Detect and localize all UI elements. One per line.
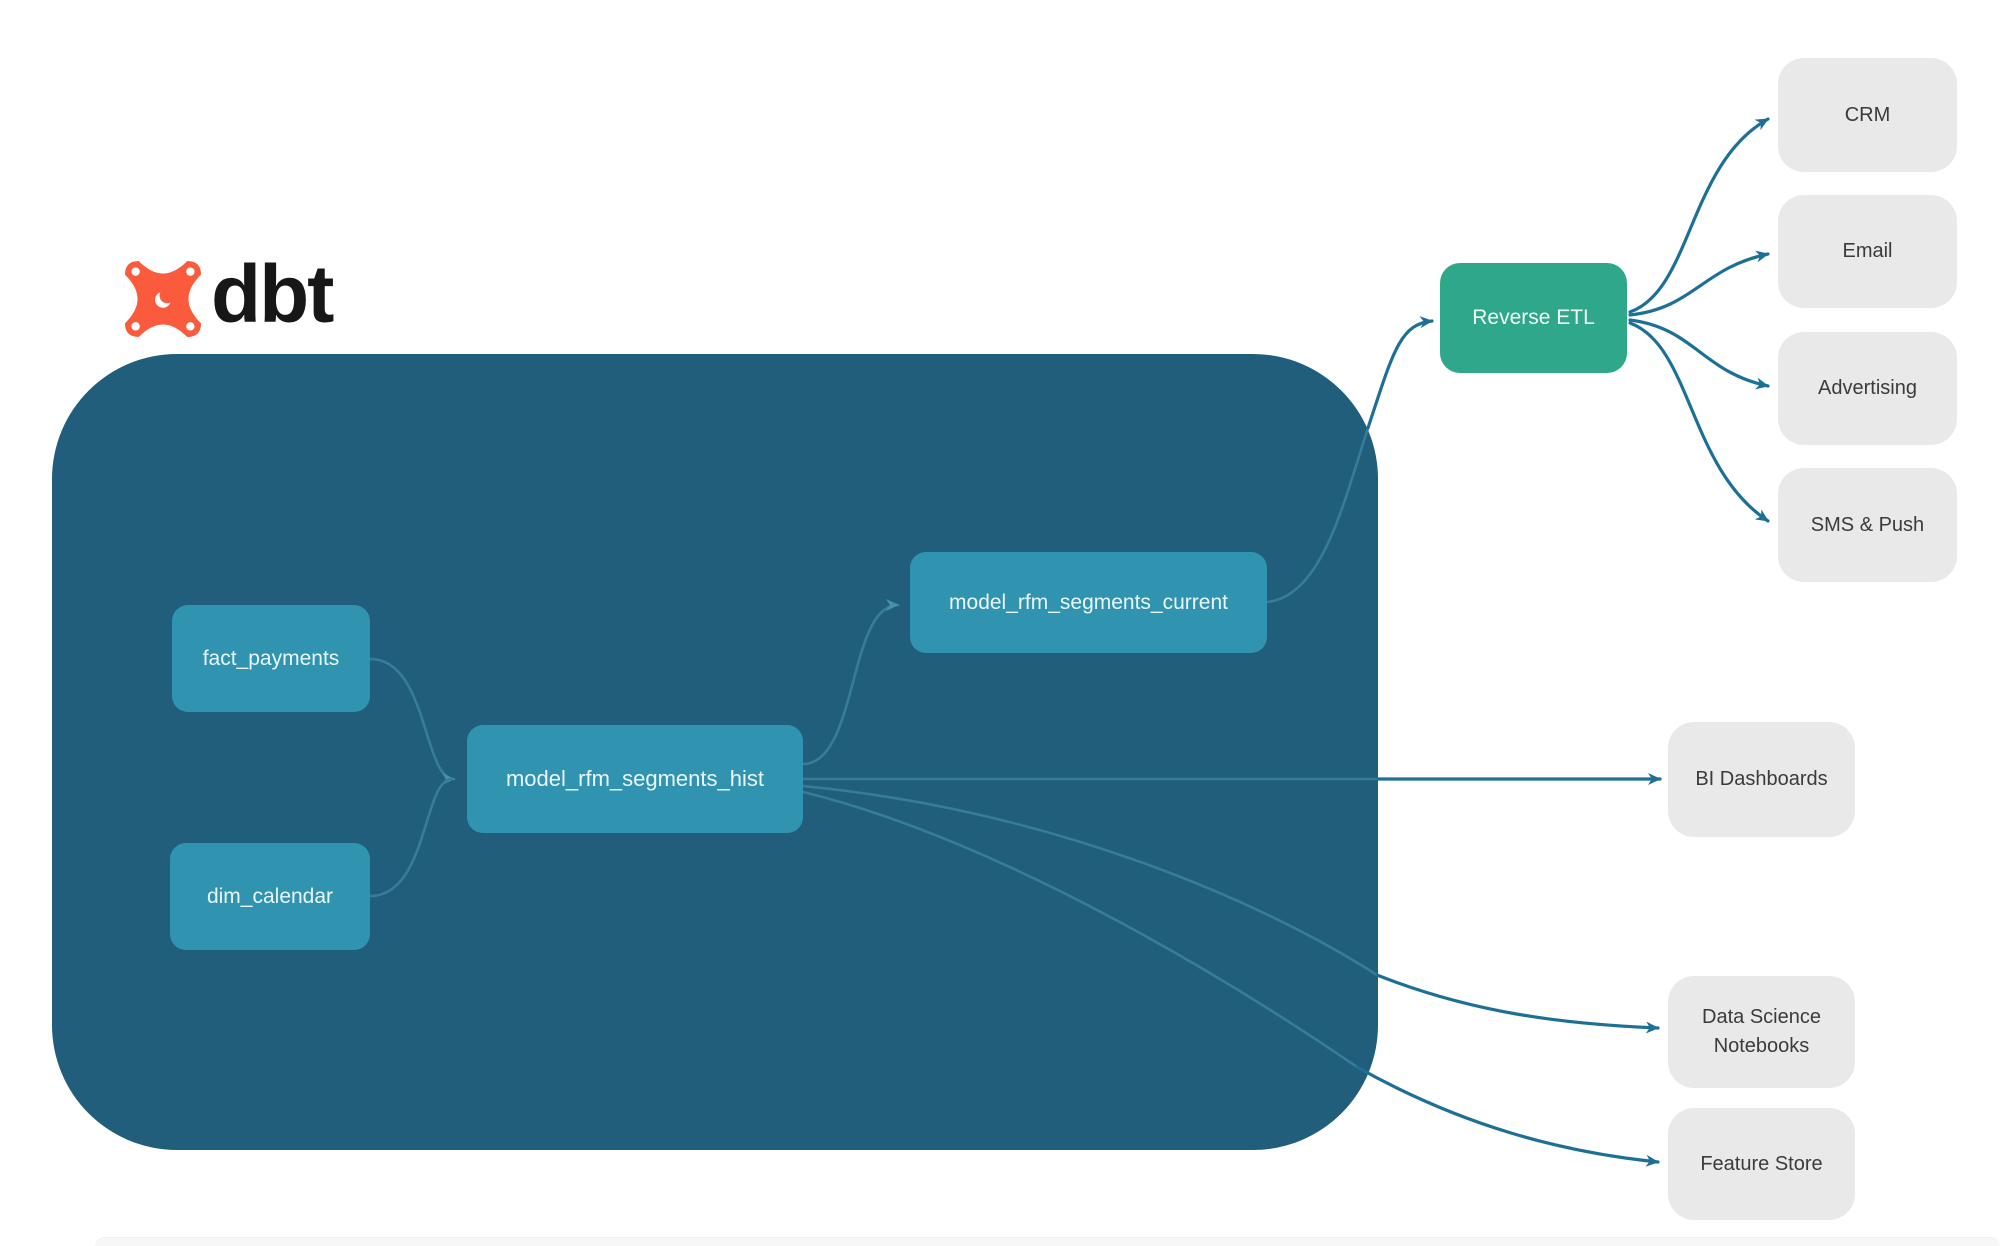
node-label: model_rfm_segments_current	[949, 590, 1228, 614]
node-label: dim_calendar	[206, 884, 334, 908]
dbt-logo-text: dbt	[211, 249, 334, 340]
edge-retl-to-advertising	[1628, 318, 1770, 390]
dbt-star-icon	[125, 261, 201, 337]
node-label: Data Science Notebooks	[1702, 1006, 1821, 1057]
node-model-rfm-segments-hist: model_rfm_segments_hist	[467, 725, 803, 833]
node-label: model_rfm_segments_hist	[505, 766, 764, 791]
edge-retl-to-crm	[1628, 117, 1770, 314]
edge-current-to-retl-outside	[1366, 316, 1434, 430]
node-sms-push: SMS & Push	[1778, 468, 1957, 582]
node-model-rfm-segments-current: model_rfm_segments_current	[910, 552, 1267, 653]
node-label: Advertising	[1818, 377, 1917, 399]
node-advertising: Advertising	[1778, 332, 1957, 445]
node-label: SMS & Push	[1810, 513, 1925, 536]
node-label: Email	[1842, 240, 1893, 262]
edge-retl-to-sms-push	[1628, 321, 1770, 523]
node-email: Email	[1778, 195, 1957, 308]
node-fact-payments: fact_payments	[172, 605, 370, 712]
node-label: fact_payments	[202, 646, 340, 670]
node-label: CRM	[1844, 103, 1891, 126]
node-dim-calendar: dim_calendar	[170, 843, 370, 950]
node-label: Reverse ETL	[1472, 306, 1595, 329]
node-data-science-notebooks: Data Science Notebooks	[1668, 976, 1855, 1088]
node-label: BI Dashboards	[1695, 768, 1828, 790]
node-bi-dashboards: BI Dashboards	[1668, 722, 1855, 837]
bottom-edge-strip	[95, 1237, 2000, 1246]
node-crm: CRM	[1778, 58, 1957, 172]
node-reverse-etl: Reverse ETL	[1440, 263, 1627, 373]
edge-hist-to-fs-outside	[1355, 1065, 1660, 1167]
node-feature-store: Feature Store	[1668, 1108, 1855, 1220]
dbt-logo: dbt	[125, 254, 334, 340]
edge-retl-to-email	[1628, 250, 1770, 317]
node-label: Feature Store	[1700, 1152, 1823, 1175]
edge-hist-to-ds-outside	[1375, 973, 1660, 1034]
